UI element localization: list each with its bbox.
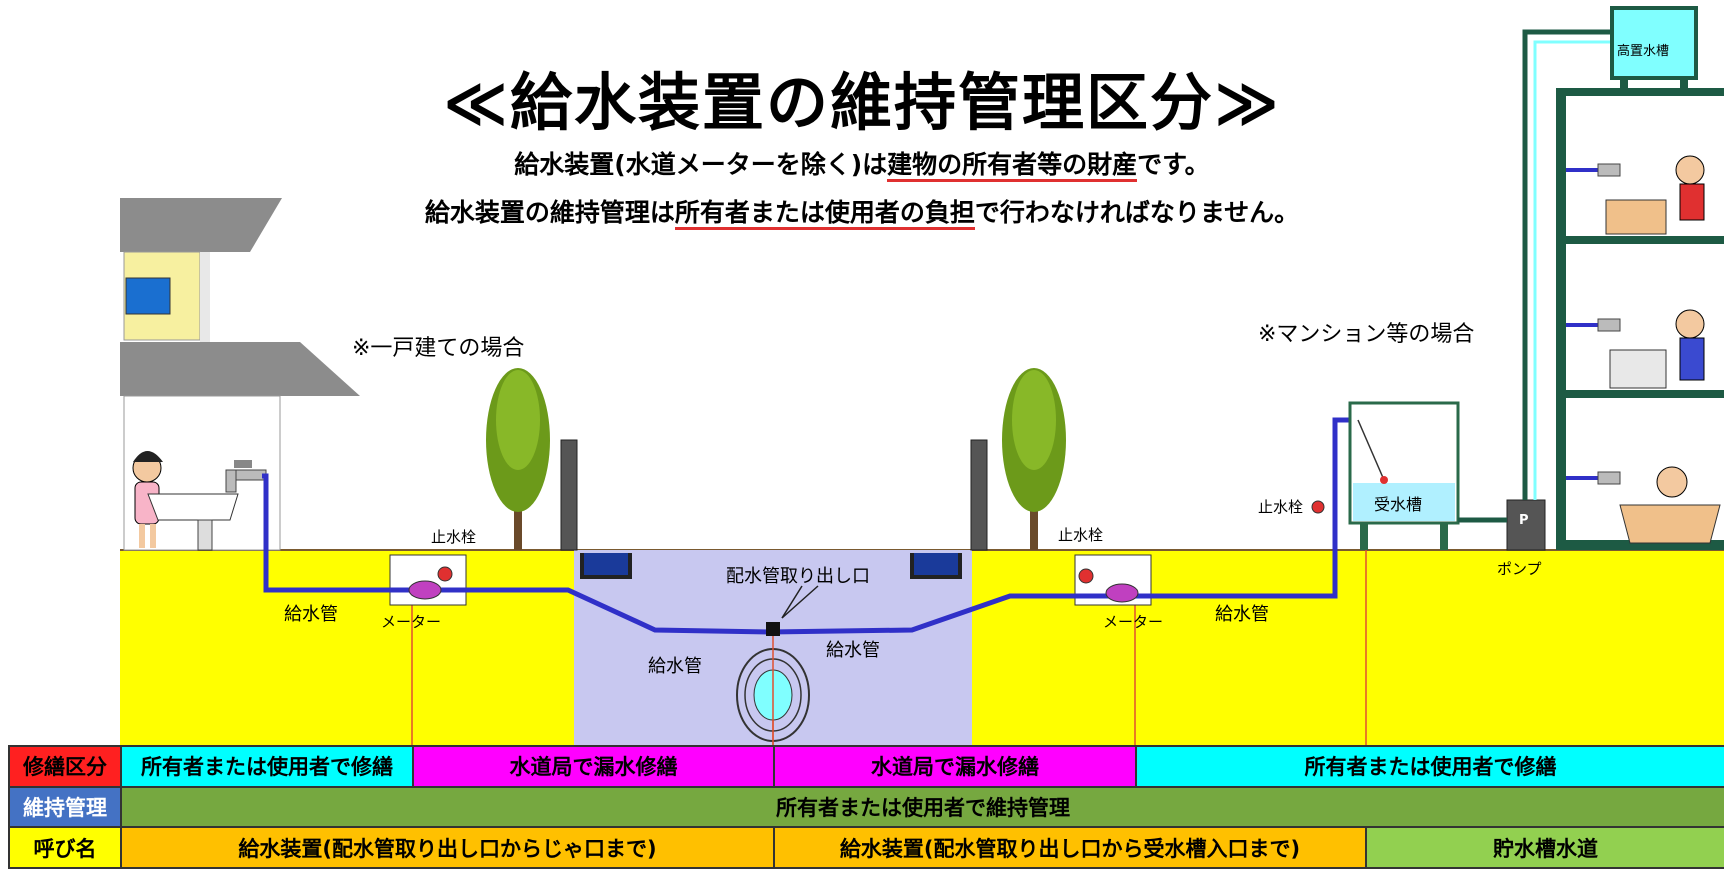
resident-figures [1605,155,1721,544]
supply-pipe-left-label: 給水管 [284,604,338,625]
table-row-name: 呼び名 給水装置(配水管取り出し口からじゃ口まで) 給水装置(配水管取り出し口か… [8,826,1724,869]
subtitle-line-2-post: で行わなければなりません。 [974,198,1300,227]
tree-right [1002,368,1066,550]
wall-right [970,439,988,551]
receiving-tank-label: 受水槽 [1374,495,1423,514]
stop-valve-mansion-label: 止水栓 [1258,498,1304,516]
elevated-tank-label: 高置水槽 [1617,44,1670,59]
takeoff-label: 配水管取り出し口 [726,566,870,587]
page-title: ≪給水装置の維持管理区分≫ [443,66,1281,139]
receiving-tank [1348,401,1460,550]
supply-pipe-center-right-label: 給水管 [826,640,880,661]
subtitle-line-1-pre: 給水装置(水道メーターを除く)は [514,150,888,179]
tree-left [486,368,550,550]
name-cell-storage-tank: 貯水槽水道 [1365,826,1724,869]
diagram-scene [120,6,1724,745]
row-head-name: 呼び名 [8,826,122,869]
name-cell-mansion: 給水装置(配水管取り出し口から受水槽入口まで) [773,826,1367,869]
meter-left [408,580,442,600]
woman-figure [132,451,163,548]
pump-label: ポンプ [1497,560,1542,578]
stop-valve-left-label: 止水栓 [431,528,477,546]
name-cell-detached: 給水装置(配水管取り出し口からじゃ口まで) [120,826,775,869]
case-detached-label: ※一戸建ての場合 [352,336,525,361]
pump-mark: P [1519,513,1529,528]
supply-pipe-right-label: 給水管 [1215,604,1269,625]
meter-right [1105,583,1139,603]
supply-pipe [262,417,1357,635]
table-row-maintenance: 維持管理 所有者または使用者で維持管理 [8,785,1724,829]
case-mansion-label: ※マンション等の場合 [1258,322,1475,347]
supply-pipe-center-left-label: 給水管 [648,656,702,677]
repair-cell-waterworks-left: 水道局で漏水修繕 [412,745,775,788]
subtitle-line-2-emphasis: 所有者または使用者の負担 [674,198,975,230]
table-row-repair: 修繕区分 所有者または使用者で修繕 水道局で漏水修繕 水道局で漏水修繕 所有者ま… [8,745,1724,788]
stop-valve-mansion-icon [1311,500,1325,514]
repair-cell-owner-right: 所有者または使用者で修繕 [1135,745,1724,788]
subtitle-line-1-post: です。 [1137,150,1210,179]
subtitle-line-2: 給水装置の維持管理は所有者または使用者の負担で行わなければなりません。 [0,193,1724,230]
row-head-repair: 修繕区分 [8,745,122,788]
sink [147,493,239,521]
gutter-left [580,553,632,579]
maintenance-table: 修繕区分 所有者または使用者で修繕 水道局で漏水修繕 水道局で漏水修繕 所有者ま… [8,745,1724,869]
gutter-right [910,553,962,579]
wall-left [560,439,578,551]
row-head-maintenance: 維持管理 [8,785,122,829]
takeoff-fitting [766,622,780,636]
pump [1506,499,1546,551]
maintenance-cell: 所有者または使用者で維持管理 [120,785,1724,829]
meter-left-label: メーター [381,613,442,631]
repair-cell-owner-left: 所有者または使用者で修繕 [120,745,414,788]
meter-right-label: メーター [1103,613,1164,631]
subtitle-line-1: 給水装置(水道メーターを除く)は建物の所有者等の財産です。 [0,145,1724,182]
stop-valve-right-label: 止水栓 [1058,526,1104,544]
house [120,198,360,551]
subtitle-line-1-emphasis: 建物の所有者等の財産 [887,150,1138,182]
subtitle-line-2-pre: 給水装置の維持管理は [424,198,675,227]
repair-cell-waterworks-right: 水道局で漏水修繕 [773,745,1137,788]
